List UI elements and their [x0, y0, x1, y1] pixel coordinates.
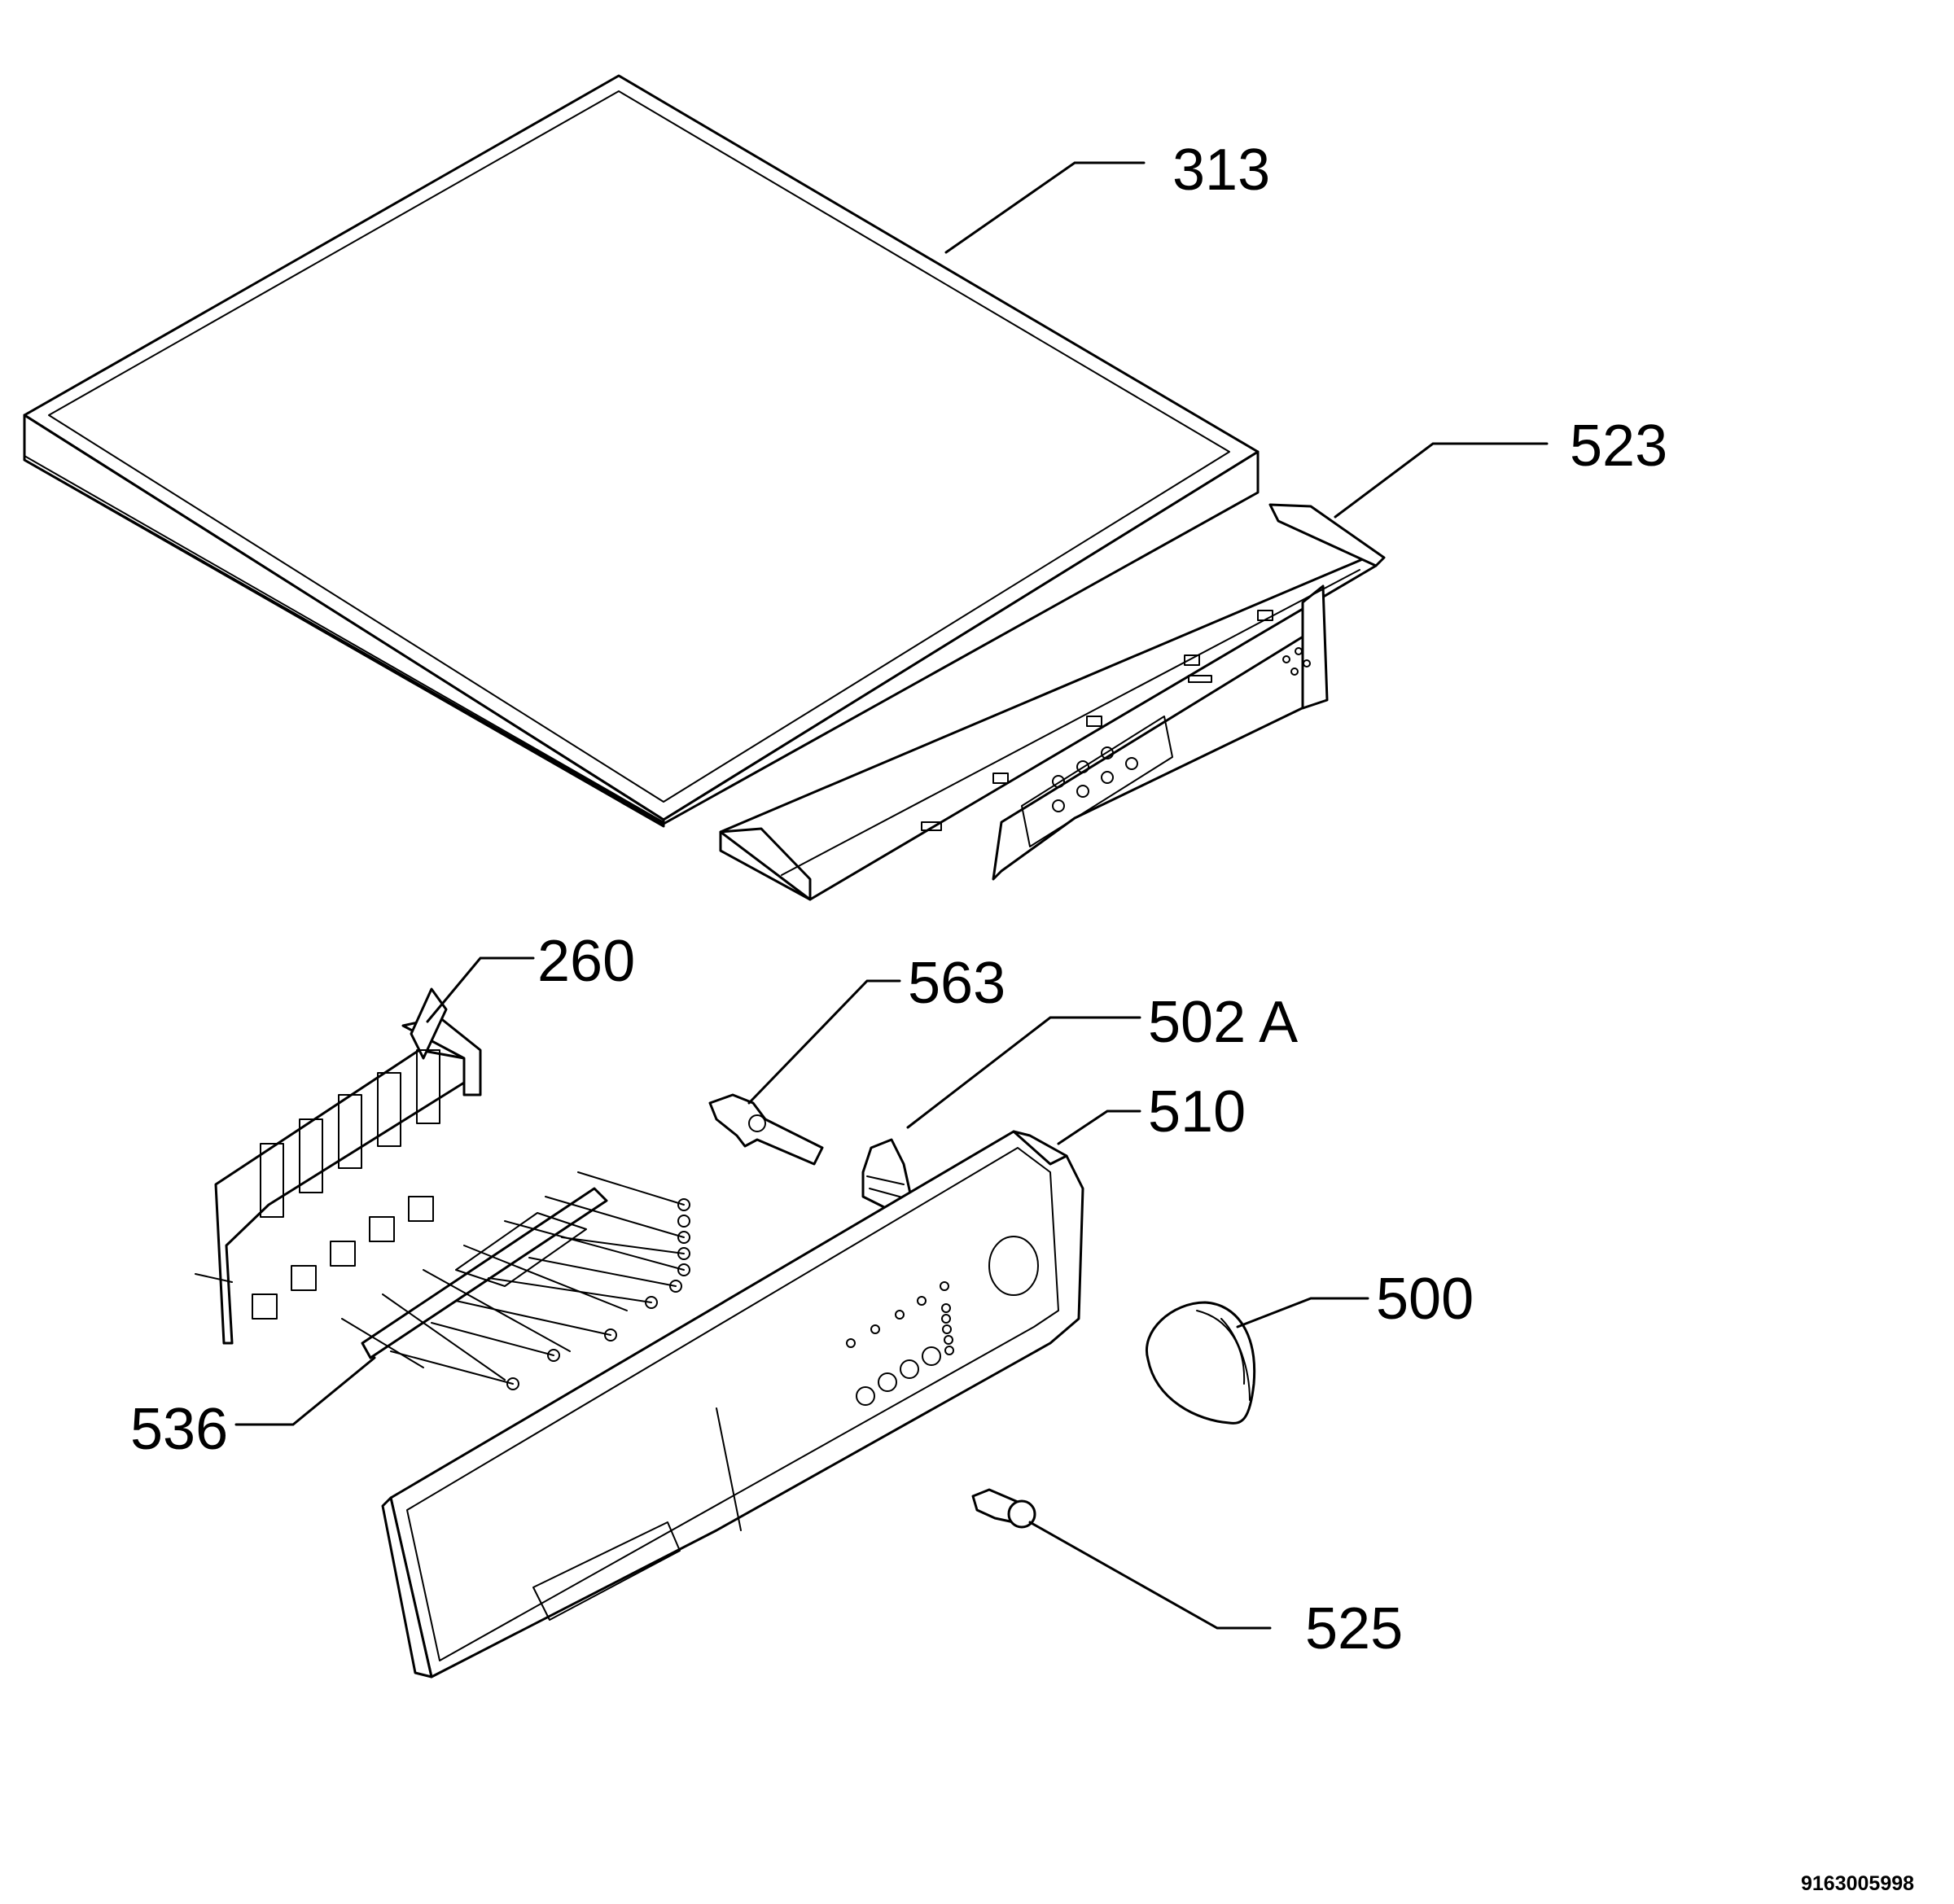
callout-500: 500 — [1376, 1267, 1474, 1332]
callout-536: 536 — [130, 1397, 228, 1462]
part-523-panel-bracket — [719, 503, 1386, 901]
callout-260: 260 — [537, 929, 635, 994]
document-number: 9163005998 — [1801, 1872, 1914, 1895]
callout-502a: 502 A — [1148, 990, 1298, 1055]
callout-510: 510 — [1148, 1079, 1246, 1145]
part-260-switch-block — [195, 987, 482, 1345]
callout-525: 525 — [1305, 1596, 1403, 1661]
callout-313: 313 — [1172, 138, 1270, 203]
part-536-push-rods — [341, 1171, 690, 1390]
callout-523: 523 — [1570, 414, 1667, 479]
part-563-shaft — [708, 1093, 824, 1166]
leader-lines — [234, 161, 1549, 1630]
part-500-knob — [1146, 1301, 1256, 1425]
part-502a-clip — [861, 1138, 913, 1215]
part-525-button — [971, 1488, 1036, 1529]
callout-563: 563 — [908, 951, 1005, 1016]
part-510-control-panel — [381, 1130, 1084, 1679]
part-313-top-cover — [23, 74, 1260, 828]
